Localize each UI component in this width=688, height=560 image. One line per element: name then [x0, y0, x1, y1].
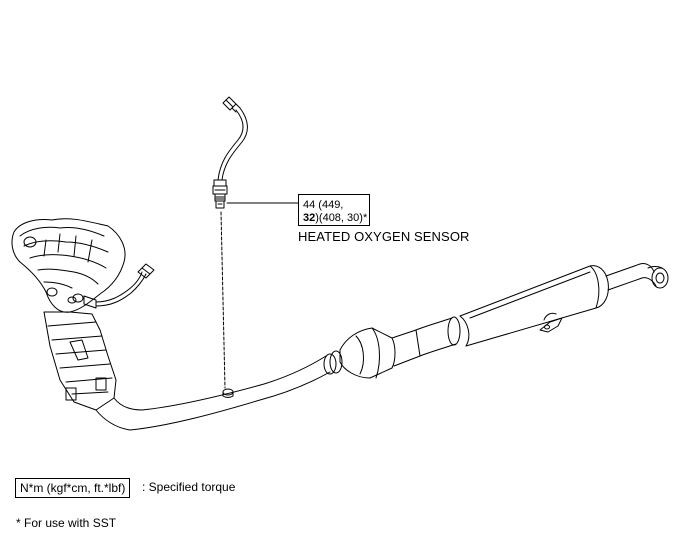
exhaust-manifold [11, 218, 126, 411]
footnote: * For use with SST [16, 516, 117, 530]
exhaust-front-pipe [95, 350, 343, 431]
install-dashed-line [220, 211, 226, 389]
torque-spec-line2-rest: )(408, 30)* [315, 212, 368, 224]
torque-spec-box [298, 194, 370, 226]
air-fuel-ratio-sensor [83, 263, 155, 309]
exhaust-center-pipe [415, 316, 461, 357]
exhaust-tail-pipe-muffler [459, 263, 669, 347]
torque-spec-line1: 44 (449, [303, 199, 344, 211]
legend-unit-box: N*m (kgf*cm, ft.*lbf) [15, 478, 131, 498]
catalytic-converter [339, 327, 421, 379]
legend-description: : Specified torque [142, 480, 236, 494]
torque-spec-line2: 32)(408, 30)* [303, 211, 367, 225]
heated-oxygen-sensor-label: HEATED OXYGEN SENSOR [298, 229, 470, 244]
heated-oxygen-sensor [212, 96, 248, 209]
torque-spec-line2-value: 32 [303, 212, 316, 224]
